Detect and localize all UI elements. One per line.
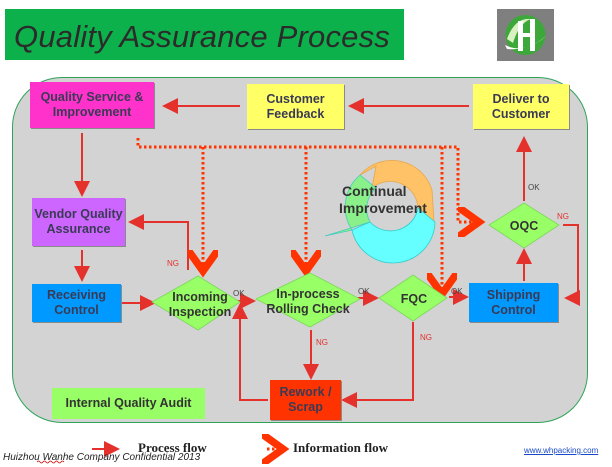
arrow-incoming-ng-to-vendor: [128, 214, 189, 270]
incoming-inspection-label: Incoming Inspection: [168, 290, 232, 319]
legend-process-flow-label: Process flow: [138, 440, 207, 455]
customer-feedback-box: Customer Feedback: [247, 84, 344, 129]
confidential-notice: Huizhou Wanhe Company Confidential 2013: [3, 452, 201, 463]
ng-flag-fqc: NG: [420, 333, 432, 342]
internal-audit-box: Internal Quality Audit: [52, 388, 205, 419]
shipping-control-box: Shipping Control: [469, 283, 558, 322]
ng-flag-incoming: NG: [167, 259, 179, 268]
ok-flag-inprocess: OK: [358, 287, 370, 296]
fqc-diamond: [378, 274, 448, 322]
ok-flag-oqc: OK: [528, 183, 540, 192]
arrow-fqc-ng-to-rework: [341, 322, 414, 408]
ok-flag-incoming: OK: [233, 289, 245, 298]
vendor-quality-box: Vendor Quality Assurance: [32, 198, 125, 246]
oqc-label: OQC: [509, 219, 539, 233]
incoming-inspection-diamond: [151, 275, 241, 331]
rework-scrap-box: Rework / Scrap: [270, 380, 341, 420]
arrow-oqc-ng-to-shipping: [563, 224, 580, 306]
website-link[interactable]: www.whpacking.com: [524, 446, 599, 455]
wanhe-logo-icon: [497, 9, 554, 61]
ng-flag-inprocess: NG: [316, 338, 328, 347]
deliver-to-customer-box: Deliver to Customer: [473, 84, 569, 129]
arrow-rework-back: [232, 303, 268, 401]
quality-service-box: Quality Service & Improvement: [30, 82, 154, 128]
page-title: Quality Assurance Process: [14, 19, 391, 54]
ng-flag-oqc: NG: [557, 212, 569, 221]
inprocess-check-diamond: [255, 272, 361, 328]
info-flow-main: [136, 138, 476, 222]
spellcheck-underline: [36, 460, 65, 464]
continual-improvement-cycle-icon: [324, 159, 436, 264]
legend-information-flow-label: Information flow: [293, 440, 388, 455]
receiving-control-box: Receiving Control: [32, 284, 121, 322]
title-bar: Quality Assurance Process: [5, 9, 404, 60]
inprocess-check-label: In-process Rolling Check: [266, 287, 350, 316]
oqc-diamond: [488, 202, 560, 249]
ok-flag-fqc: OK: [451, 287, 463, 296]
continual-improvement-label: Continual Improvement: [339, 183, 427, 216]
fqc-label: FQC: [400, 292, 428, 306]
